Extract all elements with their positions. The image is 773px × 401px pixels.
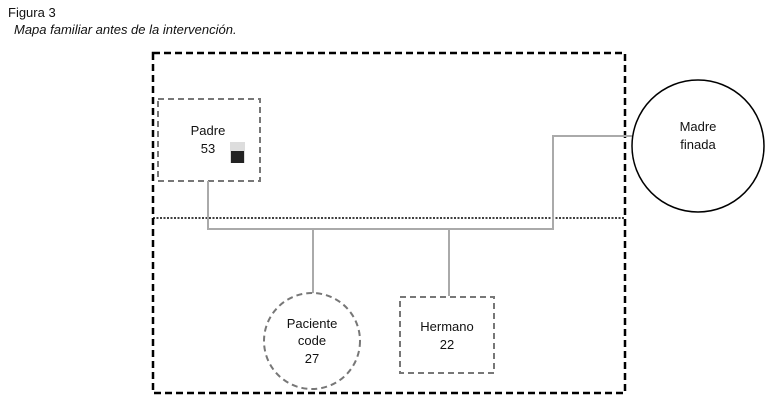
hermano-name: Hermano — [420, 319, 474, 334]
madre-circle — [631, 79, 765, 213]
figure-label: Figura 3 — [8, 5, 56, 20]
paciente-age: 27 — [304, 351, 320, 366]
paciente-circle — [263, 292, 361, 390]
madre-label-2: finada — [680, 137, 716, 152]
hermano-age: 22 — [439, 337, 455, 352]
madre-label-1: Madre — [679, 119, 717, 134]
parent-connector — [207, 135, 632, 230]
padre-age: 53 — [200, 141, 216, 156]
hermano-box — [399, 296, 495, 374]
mug-icon — [230, 142, 245, 163]
paciente-label: Paciente — [286, 316, 338, 331]
padre-name: Padre — [190, 123, 226, 138]
figure-caption: Mapa familiar antes de la intervención. — [14, 22, 237, 37]
household-boundary — [151, 51, 627, 395]
paciente-code: code — [297, 333, 327, 348]
